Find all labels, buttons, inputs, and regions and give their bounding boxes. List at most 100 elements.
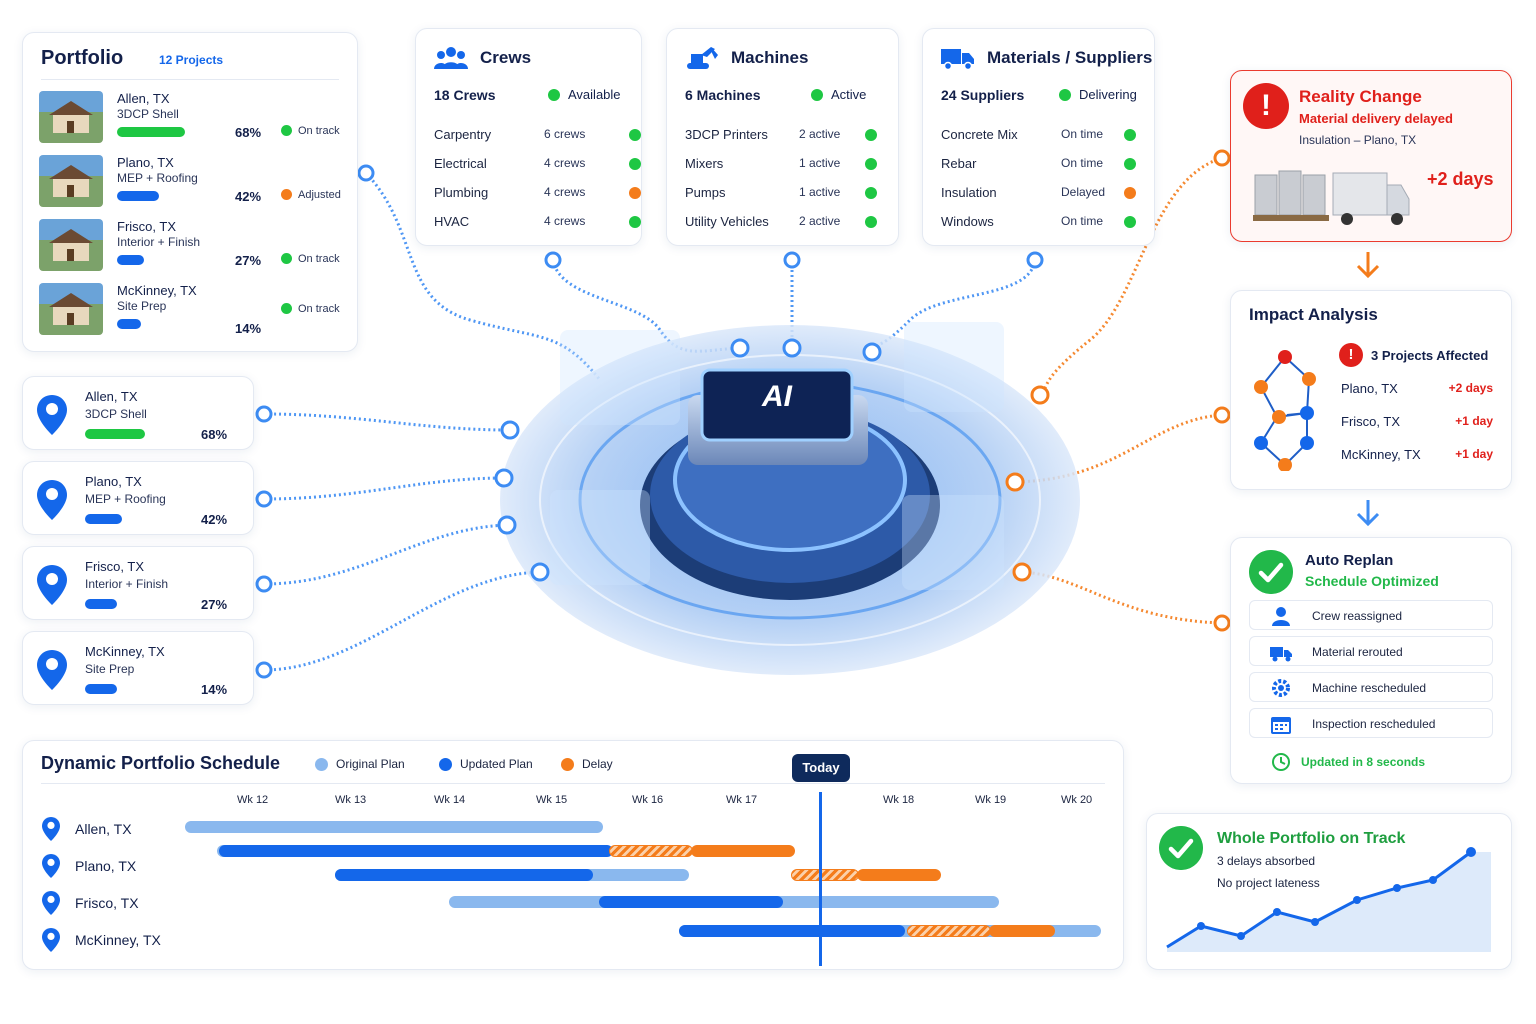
house-thumbnail bbox=[39, 283, 103, 335]
row-value: 4 crews bbox=[544, 185, 586, 199]
delay-bar[interactable] bbox=[791, 869, 859, 881]
divider bbox=[41, 79, 339, 80]
original-plan-bar[interactable] bbox=[185, 821, 603, 833]
delay-bar[interactable] bbox=[609, 845, 693, 857]
delay-bar[interactable] bbox=[989, 925, 1055, 937]
auto-replan-panel[interactable]: Auto Replan Schedule Optimized Crew reas… bbox=[1230, 537, 1512, 784]
check-icon bbox=[1159, 826, 1203, 870]
materials-summary-status: Delivering bbox=[1059, 87, 1137, 102]
schedule-row[interactable]: McKinney, TX bbox=[41, 928, 161, 952]
row-value: 2 active bbox=[799, 214, 841, 228]
gear-icon bbox=[1272, 679, 1290, 697]
updated-plan-bar[interactable] bbox=[599, 896, 783, 908]
schedule-row[interactable]: Allen, TX bbox=[41, 817, 132, 841]
machines-summary: 6 Machines bbox=[685, 87, 761, 103]
crews-summary: 18 Crews bbox=[434, 87, 496, 103]
delay-bar[interactable] bbox=[691, 845, 795, 857]
schedule-row[interactable]: Frisco, TX bbox=[41, 891, 139, 915]
today-marker[interactable]: Today bbox=[792, 754, 850, 782]
replan-action[interactable]: Inspection rescheduled bbox=[1249, 708, 1493, 738]
replan-action[interactable]: Material rerouted bbox=[1249, 636, 1493, 666]
project-count[interactable]: 12 Projects bbox=[159, 53, 224, 67]
impact-row[interactable]: Frisco, TX+1 day bbox=[1341, 414, 1493, 429]
row-label: Carpentry bbox=[434, 127, 492, 142]
calendar-icon bbox=[1271, 717, 1291, 734]
schedule-project: Frisco, TX bbox=[75, 895, 139, 911]
machines-panel[interactable]: Machines 6 Machines Active 3DCP Printers… bbox=[666, 28, 899, 246]
schedule-project: Allen, TX bbox=[75, 821, 132, 837]
row-label: Windows bbox=[941, 214, 994, 229]
reality-change-panel[interactable]: ! Reality Change Material delivery delay… bbox=[1230, 70, 1512, 242]
row-label: Insulation bbox=[941, 185, 997, 200]
progress-bar bbox=[85, 684, 117, 694]
project-percent: 14% bbox=[235, 321, 262, 336]
status-dot bbox=[629, 187, 641, 199]
progress-bar bbox=[85, 514, 122, 524]
impact-row[interactable]: Plano, TX+2 days bbox=[1341, 381, 1493, 396]
updated-plan-bar[interactable] bbox=[679, 925, 905, 937]
replan-subtitle: Schedule Optimized bbox=[1305, 573, 1439, 589]
status-dot bbox=[1124, 158, 1136, 170]
whole-portfolio-panel[interactable]: Whole Portfolio on Track 3 delays absorb… bbox=[1146, 813, 1512, 970]
project-city: Allen, TX bbox=[117, 91, 170, 106]
updated-plan-bar[interactable] bbox=[335, 869, 593, 881]
schedule-project: McKinney, TX bbox=[75, 932, 161, 948]
week-label: Wk 18 bbox=[883, 794, 915, 806]
row-value: 6 crews bbox=[544, 127, 586, 141]
action-label: Crew reassigned bbox=[1312, 609, 1403, 623]
impact-analysis-panel[interactable]: Impact Analysis !3 Projects Affected Pla… bbox=[1230, 290, 1512, 490]
crews-row[interactable]: Carpentry 6 crews bbox=[434, 127, 641, 142]
replan-action[interactable]: Machine rescheduled bbox=[1249, 672, 1493, 702]
row-value: 1 active bbox=[799, 156, 841, 170]
row-value: 4 crews bbox=[544, 214, 586, 228]
week-label: Wk 15 bbox=[536, 794, 568, 806]
location-city: Plano, TX bbox=[85, 474, 142, 489]
status-dot bbox=[629, 129, 641, 141]
replan-title: Auto Replan bbox=[1305, 552, 1394, 569]
machines-title: Machines bbox=[731, 48, 809, 67]
materials-title: Materials / Suppliers bbox=[987, 48, 1153, 67]
delay-bar[interactable] bbox=[857, 869, 941, 881]
project-percent: 27% bbox=[235, 253, 262, 268]
people-icon bbox=[434, 47, 468, 69]
project-phase: Interior + Finish bbox=[117, 235, 201, 249]
replan-action[interactable]: Crew reassigned bbox=[1249, 600, 1493, 630]
updated-plan-bar[interactable] bbox=[219, 845, 613, 857]
delay-bar[interactable] bbox=[907, 925, 991, 937]
reality-subtitle: Material delivery delayed bbox=[1299, 111, 1453, 126]
machines-row[interactable]: Mixers 1 active bbox=[685, 156, 885, 171]
week-label: Wk 20 bbox=[1061, 794, 1093, 806]
week-label: Wk 16 bbox=[632, 794, 664, 806]
status-dot bbox=[1124, 129, 1136, 141]
impact-row[interactable]: McKinney, TX+1 day bbox=[1341, 447, 1493, 462]
schedule-row[interactable]: Plano, TX bbox=[41, 854, 136, 878]
materials-panel[interactable]: Materials / Suppliers 24 Suppliers Deliv… bbox=[922, 28, 1155, 246]
row-value: On time bbox=[1061, 127, 1104, 141]
project-city: McKinney, TX bbox=[117, 283, 197, 298]
alert-icon: ! bbox=[1339, 343, 1363, 367]
machines-summary-status: Active bbox=[811, 87, 866, 102]
location-pin-icon bbox=[37, 650, 67, 690]
row-label: Mixers bbox=[685, 156, 724, 171]
